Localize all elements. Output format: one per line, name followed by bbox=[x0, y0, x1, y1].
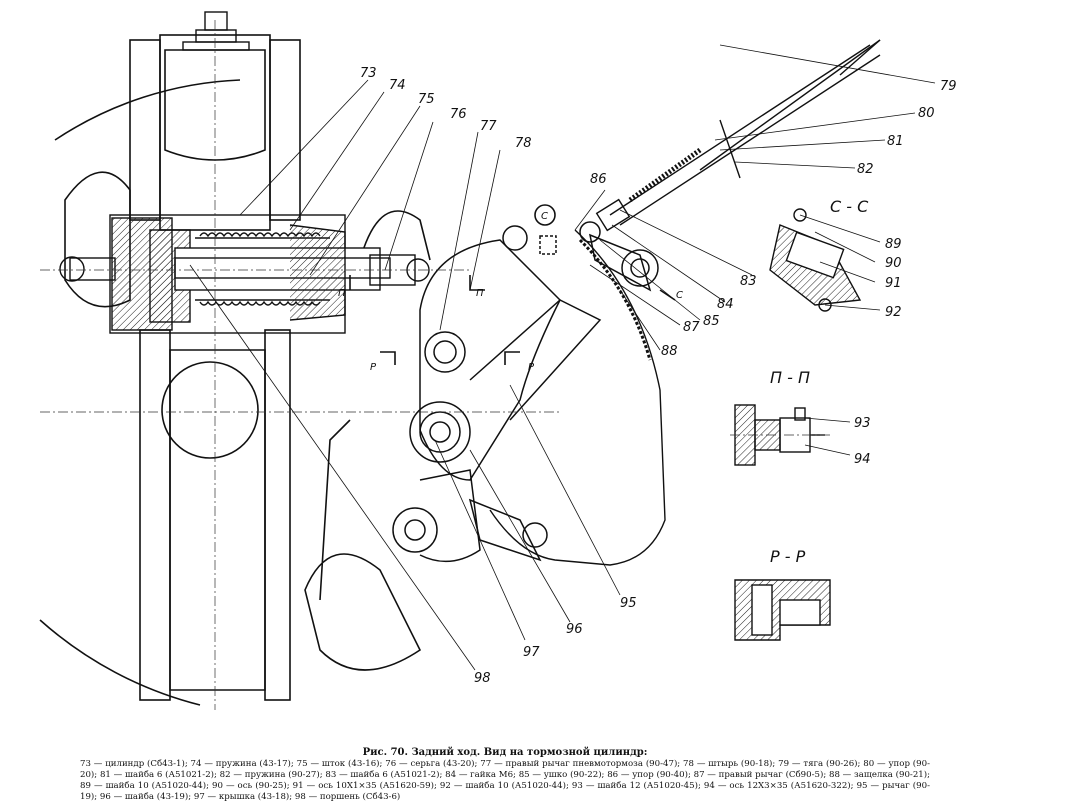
callout-94: 94 bbox=[854, 452, 871, 467]
marker-r-left: Р bbox=[370, 362, 377, 373]
frame-pillars bbox=[129, 34, 301, 701]
callout-79: 79 bbox=[940, 79, 957, 94]
technical-drawing: Р Р П П С С С - С П - П Р - Р 73 74 75 7… bbox=[39, 11, 957, 710]
section-rr-detail bbox=[734, 579, 831, 641]
callout-98: 98 bbox=[474, 671, 491, 686]
caption-title: Рис. 70. Задний ход. Вид на тормозной ци… bbox=[362, 747, 648, 758]
callout-92: 92 bbox=[885, 305, 902, 320]
callout-labels: 73 74 75 76 77 78 79 80 81 82 83 84 85 8… bbox=[360, 66, 957, 686]
top-nut bbox=[182, 11, 250, 51]
section-cc-detail bbox=[769, 208, 862, 312]
lever-assembly bbox=[392, 221, 659, 563]
section-title-rr: Р - Р bbox=[770, 547, 806, 566]
brake-cylinder bbox=[59, 214, 430, 334]
callout-75: 75 bbox=[418, 92, 435, 107]
callout-88: 88 bbox=[661, 344, 678, 359]
callout-86: 86 bbox=[590, 172, 607, 187]
caption-legend: 73 — цилиндр (Сб43-1); 74 — пружина (43-… bbox=[80, 759, 930, 802]
gear-sector bbox=[489, 229, 666, 566]
marker-p-left: П bbox=[338, 288, 346, 299]
marker-p-right: П bbox=[476, 288, 484, 299]
callout-87: 87 bbox=[683, 320, 700, 335]
callout-78: 78 bbox=[515, 136, 532, 151]
callout-91: 91 bbox=[885, 276, 902, 291]
callout-95: 95 bbox=[620, 596, 637, 611]
callout-77: 77 bbox=[480, 119, 497, 134]
callout-73: 73 bbox=[360, 66, 377, 81]
callout-83: 83 bbox=[740, 274, 757, 289]
marker-r-right: Р bbox=[528, 362, 535, 373]
callout-82: 82 bbox=[857, 162, 874, 177]
section-title-pp: П - П bbox=[770, 368, 810, 387]
wheel-disc bbox=[39, 79, 431, 706]
callout-74: 74 bbox=[389, 78, 406, 93]
section-markers bbox=[349, 204, 676, 365]
callout-81: 81 bbox=[887, 134, 904, 149]
callout-84: 84 bbox=[717, 297, 734, 312]
callout-90: 90 bbox=[885, 256, 902, 271]
pull-rod bbox=[595, 39, 881, 232]
callout-93: 93 bbox=[854, 416, 871, 431]
callout-80: 80 bbox=[918, 106, 935, 121]
section-title-cc: С - С bbox=[830, 197, 869, 216]
centre-lines bbox=[40, 20, 830, 710]
callout-96: 96 bbox=[566, 622, 583, 637]
callout-85: 85 bbox=[703, 314, 720, 329]
callout-89: 89 bbox=[885, 237, 902, 252]
callout-97: 97 bbox=[523, 645, 540, 660]
callout-76: 76 bbox=[450, 107, 467, 122]
marker-c-bottom: С bbox=[676, 290, 683, 301]
marker-c-top: С bbox=[541, 211, 548, 222]
figure-caption: Рис. 70. Задний ход. Вид на тормозной ци… bbox=[80, 747, 930, 803]
leader-lines bbox=[189, 44, 936, 671]
